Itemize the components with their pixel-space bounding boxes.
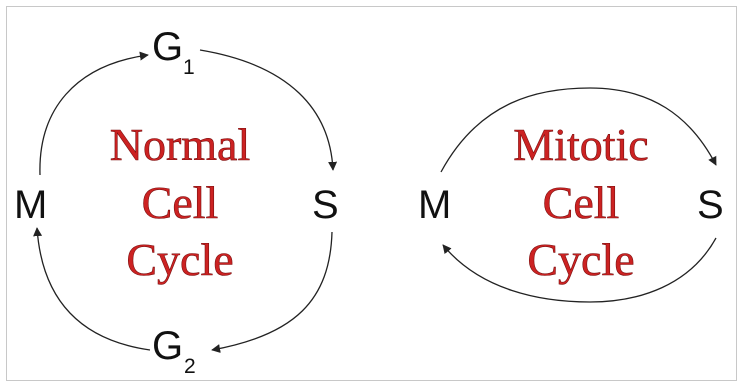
normal-title-line-2: Cell bbox=[142, 177, 219, 228]
mitotic-node-m: M bbox=[418, 183, 451, 227]
arrow-m-to-g1 bbox=[39, 51, 149, 176]
arrow-m-to-s bbox=[440, 87, 717, 173]
arrow-s-to-g2 bbox=[211, 231, 333, 353]
node-g1-letter: G bbox=[152, 25, 183, 69]
arrow-g1-to-s bbox=[199, 49, 338, 171]
mitotic-node-s: S bbox=[697, 183, 724, 227]
node-g1-subscript: 1 bbox=[183, 56, 195, 79]
node-g2-letter: G bbox=[152, 324, 183, 368]
figure-frame bbox=[6, 6, 737, 381]
normal-cell-cycle: G 1 S G 2 M Normal Cell Cycle bbox=[14, 25, 339, 378]
arrow-g2-to-m bbox=[33, 227, 151, 351]
mitotic-title-line-1: Mitotic bbox=[513, 119, 648, 170]
node-m: M bbox=[14, 183, 47, 227]
mitotic-title-line-2: Cell bbox=[543, 177, 620, 228]
normal-title-line-1: Normal bbox=[110, 119, 251, 170]
arrow-s-to-m bbox=[442, 237, 717, 303]
node-s: S bbox=[312, 183, 339, 227]
mitotic-cell-cycle: M S Mitotic Cell Cycle bbox=[418, 87, 724, 303]
normal-title-line-3: Cycle bbox=[126, 234, 233, 285]
node-g2-subscript: 2 bbox=[184, 355, 196, 378]
mitotic-title-line-3: Cycle bbox=[527, 234, 634, 285]
